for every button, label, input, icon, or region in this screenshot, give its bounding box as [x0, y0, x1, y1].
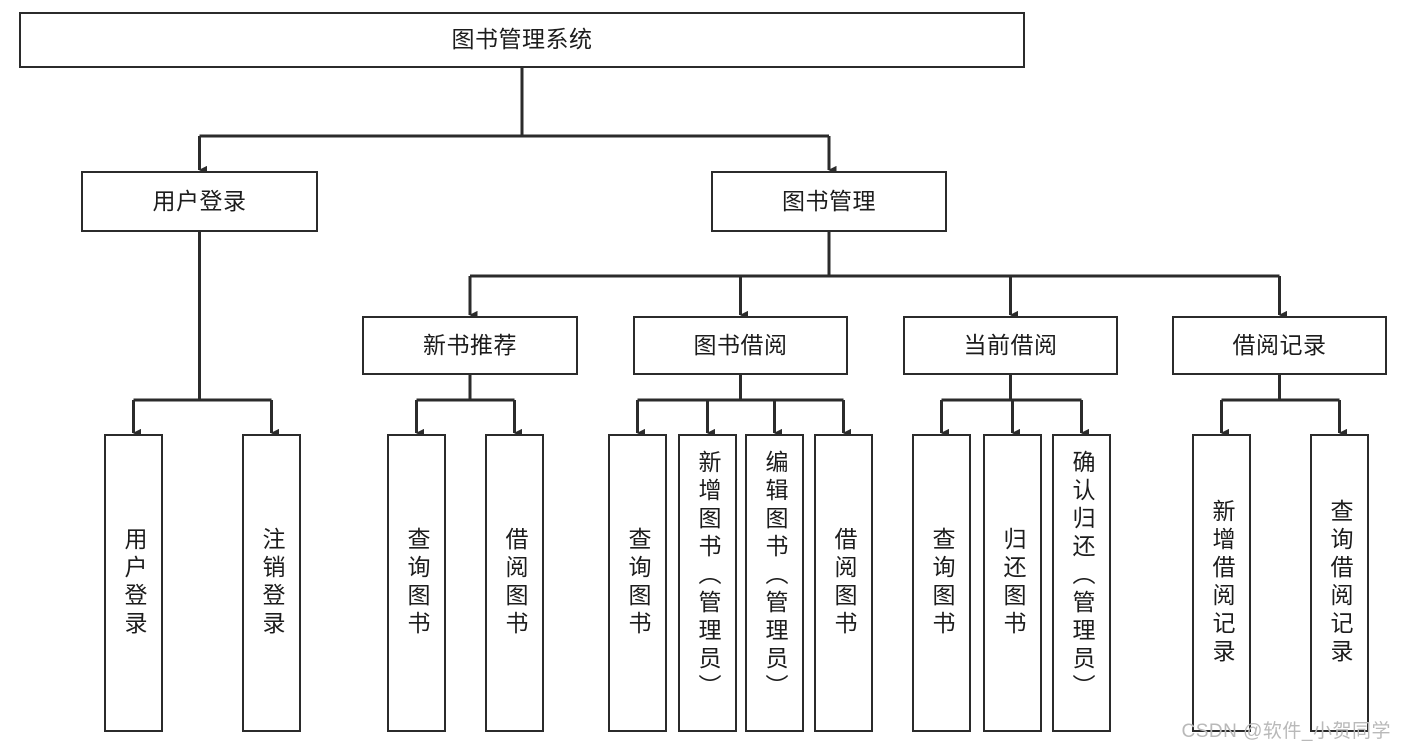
- watermark-text: CSDN @软件_小贺同学: [1181, 721, 1391, 742]
- node-label: 借阅图书: [502, 527, 528, 639]
- node-leaf-edit-book-admin[interactable]: 编辑图书（管理员）: [745, 434, 804, 732]
- node-label: 用户登录: [121, 527, 147, 639]
- node-current-borrow[interactable]: 当前借阅: [903, 316, 1118, 375]
- node-label: 确认归还（管理员）: [1069, 450, 1095, 702]
- node-root[interactable]: 图书管理系统: [19, 12, 1025, 68]
- node-label: 查询图书: [625, 527, 651, 639]
- node-label: 借阅图书: [831, 527, 857, 639]
- node-label: 借阅记录: [1232, 331, 1327, 358]
- node-label: 编辑图书（管理员）: [762, 450, 788, 702]
- node-user-login[interactable]: 用户登录: [81, 171, 318, 232]
- node-leaf-add-borrow-record[interactable]: 新增借阅记录: [1192, 434, 1251, 732]
- node-leaf-query-book-1[interactable]: 查询图书: [387, 434, 446, 732]
- node-leaf-confirm-return-admin[interactable]: 确认归还（管理员）: [1052, 434, 1111, 732]
- node-label: 新增图书（管理员）: [695, 450, 721, 702]
- node-leaf-add-book-admin[interactable]: 新增图书（管理员）: [678, 434, 737, 732]
- node-leaf-query-book-2[interactable]: 查询图书: [608, 434, 667, 732]
- node-label: 当前借阅: [963, 331, 1058, 358]
- node-book-manage[interactable]: 图书管理: [711, 171, 947, 232]
- node-label: 图书管理系统: [451, 26, 593, 53]
- node-label: 归还图书: [1000, 527, 1026, 639]
- node-leaf-user-login[interactable]: 用户登录: [104, 434, 163, 732]
- node-label: 图书借阅: [693, 331, 788, 358]
- node-leaf-borrow-book-1[interactable]: 借阅图书: [485, 434, 544, 732]
- node-leaf-borrow-book-2[interactable]: 借阅图书: [814, 434, 873, 732]
- node-label: 查询图书: [929, 527, 955, 639]
- node-label: 查询图书: [404, 527, 430, 639]
- node-borrow-record[interactable]: 借阅记录: [1172, 316, 1387, 375]
- node-new-book-recommend[interactable]: 新书推荐: [362, 316, 578, 375]
- node-label: 新书推荐: [423, 331, 517, 358]
- node-label: 图书管理: [782, 187, 876, 214]
- node-label: 用户登录: [152, 187, 247, 214]
- node-book-borrow[interactable]: 图书借阅: [633, 316, 848, 375]
- node-leaf-logout-login[interactable]: 注销登录: [242, 434, 301, 732]
- node-leaf-query-book-3[interactable]: 查询图书: [912, 434, 971, 732]
- edges: [132, 68, 1348, 438]
- node-leaf-return-book[interactable]: 归还图书: [983, 434, 1042, 732]
- node-label: 注销登录: [259, 527, 285, 639]
- node-label: 新增借阅记录: [1209, 499, 1235, 667]
- node-leaf-query-borrow-record[interactable]: 查询借阅记录: [1310, 434, 1369, 732]
- node-label: 查询借阅记录: [1327, 499, 1353, 667]
